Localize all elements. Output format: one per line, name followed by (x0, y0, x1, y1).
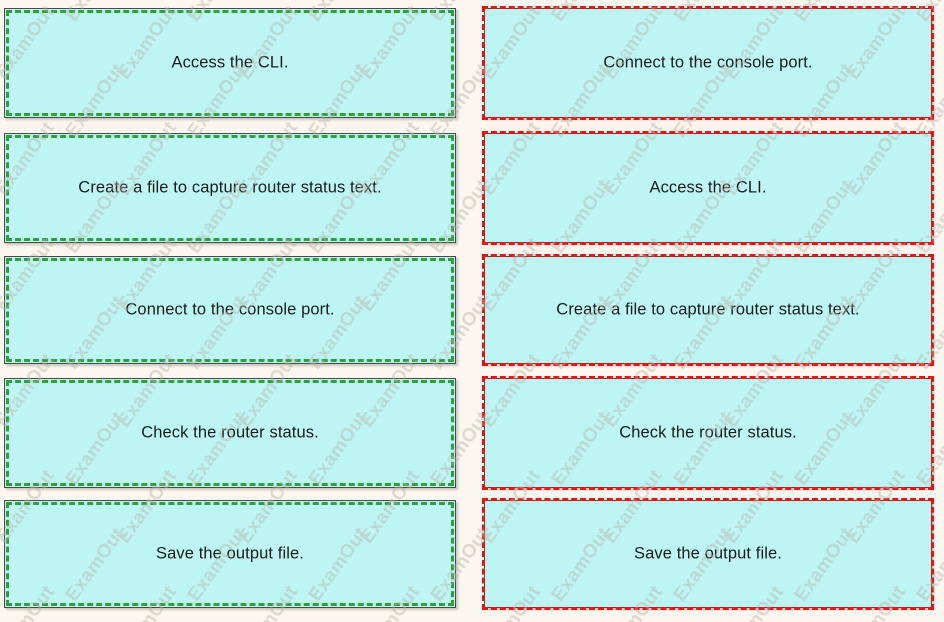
answer-label: Connect to the console port. (603, 53, 813, 72)
option-box[interactable]: Access the CLI. (4, 8, 456, 118)
watermark-row: ExamOutExamOutExamOutExamOutExamOutExamO… (0, 582, 944, 622)
option-box[interactable]: Create a file to capture router status t… (4, 133, 456, 243)
answer-label: Check the router status. (619, 423, 797, 442)
answer-label: Create a file to capture router status t… (556, 300, 860, 319)
answer-label: Access the CLI. (649, 178, 767, 197)
answer-slot-box[interactable]: Connect to the console port. (482, 6, 934, 120)
option-box[interactable]: Connect to the console port. (4, 256, 456, 364)
option-label: Save the output file. (156, 544, 304, 563)
answer-slot-box[interactable]: Access the CLI. (482, 131, 934, 245)
answer-slot-box[interactable]: Save the output file. (482, 498, 934, 610)
answer-label: Save the output file. (634, 544, 782, 563)
option-label: Access the CLI. (171, 53, 289, 72)
option-box[interactable]: Save the output file. (4, 500, 456, 608)
answer-slot-box[interactable]: Check the router status. (482, 376, 934, 490)
option-label: Check the router status. (141, 423, 319, 442)
option-label: Create a file to capture router status t… (78, 178, 382, 197)
option-label: Connect to the console port. (125, 300, 335, 319)
option-box[interactable]: Check the router status. (4, 378, 456, 488)
answer-slot-box[interactable]: Create a file to capture router status t… (482, 254, 934, 366)
